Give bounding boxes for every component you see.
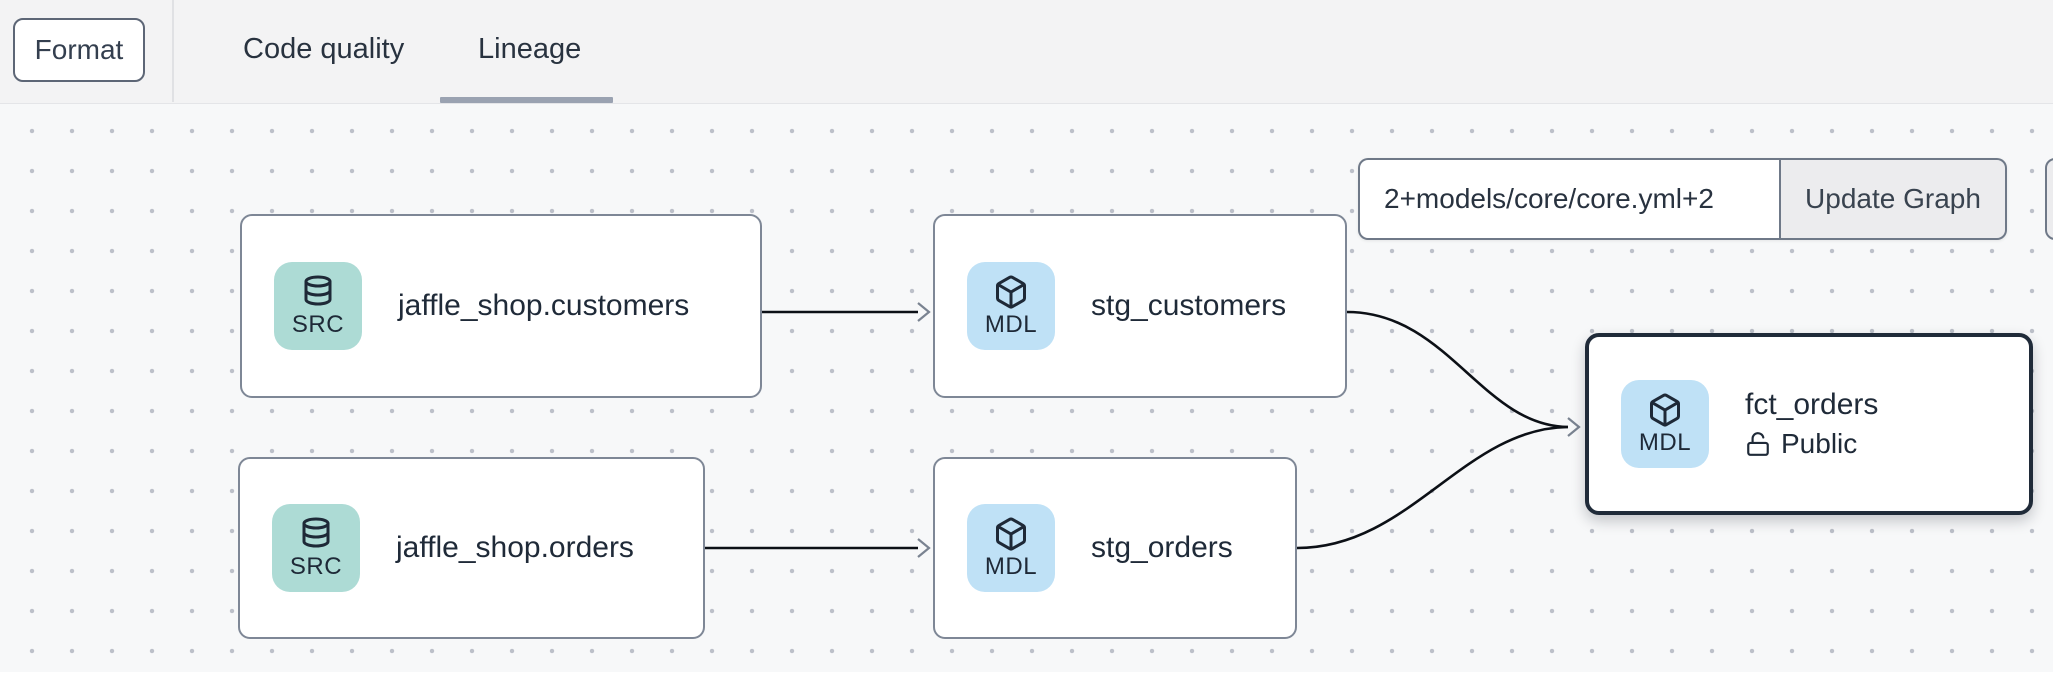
access-row: Public [1745, 428, 1878, 460]
node-label: jaffle_shop.orders [396, 531, 634, 564]
update-graph-button[interactable]: Update Graph [1780, 158, 2007, 240]
format-button[interactable]: Format [13, 18, 145, 82]
cube-icon [996, 275, 1026, 309]
node-label: stg_orders [1091, 531, 1233, 564]
access-label: Public [1781, 428, 1858, 459]
cube-icon [1650, 393, 1680, 427]
badge-label: MDL [1638, 428, 1692, 456]
badge-label: MDL [984, 310, 1038, 338]
database-icon [304, 275, 332, 305]
node-label: stg_customers [1091, 289, 1287, 322]
model-badge: MDL [967, 262, 1055, 350]
badge-label: SRC [291, 310, 345, 338]
lineage-selector-group: Update Graph [1358, 158, 2007, 240]
active-tab-underline [440, 97, 613, 103]
clipped-toolbar-button[interactable] [2045, 158, 2053, 240]
unlock-icon [1747, 432, 1769, 456]
cube-icon [996, 517, 1026, 551]
topbar-divider [172, 0, 174, 102]
source-badge: SRC [274, 262, 362, 350]
model-badge: MDL [1621, 380, 1709, 468]
tab-code-quality[interactable]: Code quality [243, 33, 405, 65]
node-label: jaffle_shop.customers [398, 289, 690, 322]
bottom-strip [0, 672, 2053, 680]
badge-label: SRC [289, 552, 343, 580]
model-badge: MDL [967, 504, 1055, 592]
badge-label: MDL [984, 552, 1038, 580]
lineage-selector-input[interactable] [1358, 158, 1780, 240]
graph-node-jaffle-shop-customers[interactable]: SRC jaffle_shop.customers [240, 214, 762, 398]
graph-node-jaffle-shop-orders[interactable]: SRC jaffle_shop.orders [238, 457, 705, 639]
source-badge: SRC [272, 504, 360, 592]
database-icon [302, 517, 330, 547]
graph-node-fct-orders[interactable]: MDL fct_orders Public [1585, 333, 2033, 515]
node-label: fct_orders [1745, 388, 1879, 421]
editor-topbar: Format Code quality Lineage [0, 0, 2053, 104]
graph-node-stg-orders[interactable]: MDL stg_orders [933, 457, 1297, 639]
graph-node-stg-customers[interactable]: MDL stg_customers [933, 214, 1347, 398]
tab-lineage[interactable]: Lineage [478, 33, 582, 65]
